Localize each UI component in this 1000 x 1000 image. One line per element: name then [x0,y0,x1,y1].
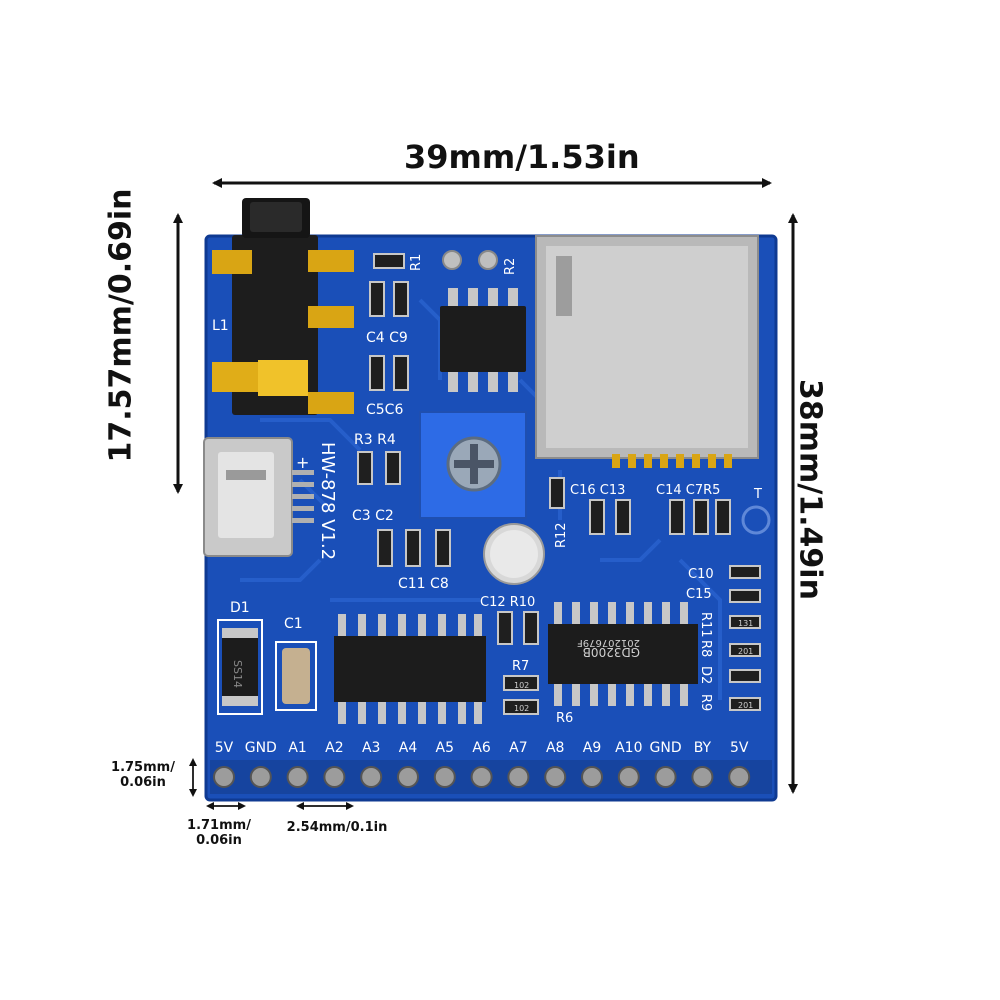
silk-plus: + [296,453,309,472]
silk-r11: R11 [698,612,713,638]
silk-c4c9: C4 C9 [366,330,408,346]
res-code-a: 102 [514,681,529,690]
pin-label: A3 [362,740,380,756]
pin-header [210,760,772,794]
pin-offset-horizontal-label: 1.71mm/ 0.06in [176,818,262,848]
pin-hole [544,766,567,788]
silk-r12: R12 [554,522,569,548]
pin-offset-horizontal-line2: 0.06in [196,833,242,848]
audio-jack [212,198,354,415]
pin-label: A1 [288,740,306,756]
silk-r8: R8 [698,640,713,657]
pin-label: A2 [325,740,343,756]
diode-code: SS14 [231,660,244,688]
pin-label: A8 [546,740,564,756]
pin-labels: 5V GND A1 A2 A3 A4 A5 A6 A7 A8 A9 A10 GND BY 5V [215,740,749,756]
silk-r2: R2 [503,258,518,275]
pin-label: A9 [583,740,601,756]
width-dimension-label: 39mm/1.53in [404,138,640,176]
res-code-e: 201 [738,701,753,710]
micro-usb-port [203,437,314,557]
silk-c12r10: C12 R10 [480,595,535,610]
chip-line2: 201207679F [577,637,640,648]
silk-r1: R1 [409,254,424,271]
silk-c11c8: C11 C8 [398,576,449,592]
pin-hole [470,766,493,788]
mounting-hole [741,505,771,535]
silk-c15: C15 [686,587,712,602]
silk-r9: R9 [698,694,713,711]
silk-c5c6: C5C6 [366,402,403,418]
pin-hole [433,766,456,788]
silk-c14c7r5: C14 C7R5 [656,483,720,498]
silk-d2: D2 [698,666,713,684]
res-code-c: 131 [738,619,753,628]
pin-label: 5V [215,740,234,756]
pin-offset-vertical-line2: 0.06in [120,775,166,790]
pin-label: GND [650,740,682,756]
silk-c3c2: C3 C2 [352,508,394,524]
pin-hole [213,766,235,788]
pin-label: A7 [509,740,527,756]
ic-gd3200b [548,602,698,706]
pin-hole [249,766,272,788]
pin-hole [323,766,346,788]
pin-offset-vertical-label: 1.75mm/ 0.06in [100,760,186,790]
silk-r7: R7 [512,659,529,674]
pin-hole [581,766,603,788]
board-model: HW-878 V1.2 [317,442,338,560]
pin-pitch-label: 2.54mm/0.1in [286,820,388,835]
silk-c16c13: C16 C13 [570,483,625,498]
capacitor-c1 [275,641,317,711]
smd-components [357,253,761,715]
pin-label: A10 [615,740,642,756]
res-code-b: 102 [514,704,529,713]
pin-hole [397,766,419,788]
capacitor-round [483,523,545,585]
chip-line1: GD3200B [583,645,640,659]
silk-c1: C1 [284,616,303,632]
silk-r3r4: R3 R4 [354,432,396,448]
pin-hole [691,766,714,788]
pin-hole [728,766,751,788]
pin-hole [507,766,530,788]
diode-d1 [217,619,263,715]
res-code-d: 201 [738,647,753,656]
pin-label: GND [245,740,277,756]
pin-offset-horizontal-line1: 1.71mm/ [187,818,251,833]
pin-label: 5V [730,740,749,756]
pin-label: A4 [399,740,418,756]
pin-offset-vertical-line1: 1.75mm/ [111,760,175,775]
through-hole-pads [442,250,498,270]
pin-hole [617,766,640,788]
pin-hole [286,766,309,788]
pin-label: A6 [472,740,491,756]
sd-card-slot [535,235,759,468]
silk-r6: R6 [556,711,573,726]
ic-8pin [440,288,526,392]
silkscreen: R1 R2 L1 C4 C9 C5C6 R3 R4 C3 C2 C11 C8 D… [212,254,762,726]
potentiometer [419,411,527,519]
pin-hole [654,766,677,788]
silk-l1: L1 [212,318,229,334]
pin-label: BY [694,740,712,756]
silk-t: T [753,487,762,502]
pin-hole [360,766,383,788]
ic-16pin-left [334,614,486,724]
silk-c10: C10 [688,567,714,582]
pin-label: A5 [436,740,454,756]
silk-d1: D1 [230,600,250,616]
